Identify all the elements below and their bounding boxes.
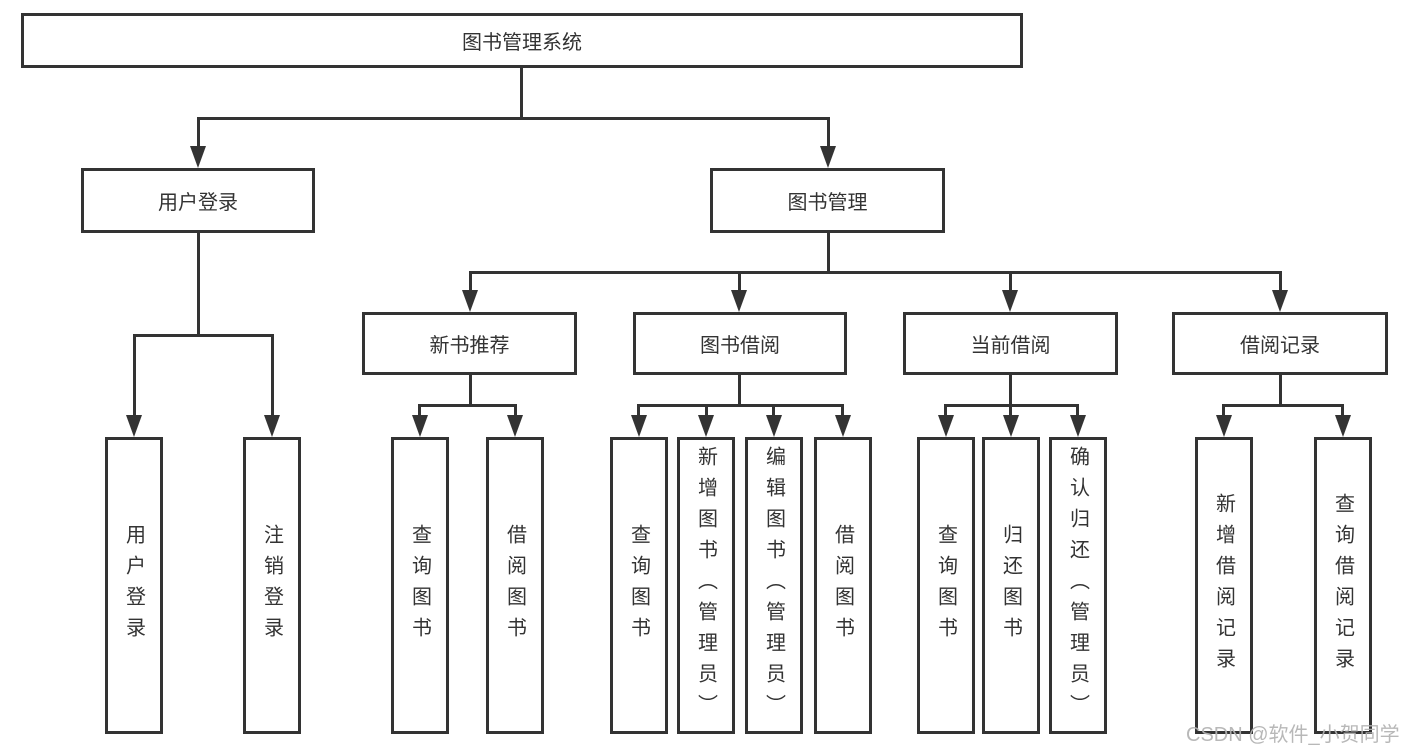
leaf-query-books-current: 查询图书 — [917, 437, 975, 734]
leaf-user-login-label: 用户登录 — [122, 523, 145, 648]
arrowhead-book-branch — [820, 146, 836, 168]
leaf-return-books: 归还图书 — [982, 437, 1040, 734]
arrowhead-g3-leaf3 — [1070, 415, 1086, 437]
arrowhead-g4-leaf1 — [1216, 415, 1232, 437]
node-book-borrowing: 图书借阅 — [633, 312, 847, 375]
leaf-add-books-admin-label: 新增图书（管理员） — [694, 446, 717, 725]
current-borrowing-label: 当前借阅 — [970, 335, 1051, 357]
leaf-add-borrow-record-label: 新增借阅记录 — [1212, 492, 1235, 679]
connector-group-records-stem — [1279, 271, 1282, 293]
leaf-add-borrow-record: 新增借阅记录 — [1195, 437, 1253, 734]
arrowhead-g2-leaf2 — [698, 415, 714, 437]
connector-g2-leaf1-stem — [637, 404, 640, 418]
leaf-edit-books-admin-label: 编辑图书（管理员） — [762, 446, 785, 725]
arrowhead-user-branch — [190, 146, 206, 168]
leaf-edit-books-admin: 编辑图书（管理员） — [745, 437, 803, 734]
node-library-management-system: 图书管理系统 — [21, 13, 1023, 68]
connector-book-drop — [827, 233, 830, 274]
leaf-query-books-borrowing-label: 查询图书 — [627, 523, 650, 648]
arrowhead-g3-leaf1 — [938, 415, 954, 437]
arrowhead-g2-leaf3 — [766, 415, 782, 437]
arrowhead-group-current — [1002, 290, 1018, 312]
leaf-borrow-books-recommend: 借阅图书 — [486, 437, 544, 734]
connector-g2-bus — [637, 404, 843, 407]
borrowing-records-label: 借阅记录 — [1240, 335, 1320, 357]
connector-g1-leaf2-stem — [514, 404, 517, 418]
node-borrowing-records: 借阅记录 — [1172, 312, 1388, 375]
arrowhead-g1-leaf1 — [412, 415, 428, 437]
arrowhead-group-newbook — [462, 290, 478, 312]
connector-g4-leaf1-stem — [1222, 404, 1225, 418]
node-book-management-branch: 图书管理 — [710, 168, 945, 233]
connector-g4-drop — [1279, 375, 1282, 407]
arrowhead-g2-leaf1 — [631, 415, 647, 437]
book-management-branch-label: 图书管理 — [787, 192, 868, 214]
connector-g3-leaf1-stem — [944, 404, 947, 418]
leaf-return-books-label: 归还图书 — [999, 523, 1022, 648]
connector-g3-leaf3-stem — [1076, 404, 1079, 418]
user-login-branch-label: 用户登录 — [158, 192, 238, 214]
connector-g4-leaf2-stem — [1341, 404, 1344, 418]
arrowhead-g4-leaf2 — [1335, 415, 1351, 437]
root-label: 图书管理系统 — [462, 32, 582, 54]
connector-group-borrowing-stem — [738, 271, 741, 293]
leaf-user-login: 用户登录 — [105, 437, 163, 734]
connector-user-leaf-bus — [133, 334, 274, 337]
connector-level2-bus — [197, 117, 830, 120]
connector-g3-leaf2-stem — [1009, 404, 1012, 418]
connector-level3-bus — [469, 271, 1282, 274]
connector-root-drop — [520, 68, 523, 120]
connector-g3-drop — [1009, 375, 1012, 407]
leaf-confirm-return-admin-label: 确认归还（管理员） — [1066, 446, 1089, 725]
leaf-borrow-books-recommend-label: 借阅图书 — [503, 523, 526, 648]
connector-g1-bus — [418, 404, 517, 407]
arrowhead-g3-leaf2 — [1003, 415, 1019, 437]
leaf-query-borrow-record: 查询借阅记录 — [1314, 437, 1372, 734]
leaf-borrow-books: 借阅图书 — [814, 437, 872, 734]
arrowhead-leaf-logout — [264, 415, 280, 437]
connector-book-branch-stem — [827, 117, 830, 150]
connector-user-branch-stem — [197, 117, 200, 150]
book-borrowing-label: 图书借阅 — [700, 335, 780, 357]
leaf-query-books-current-label: 查询图书 — [934, 523, 957, 648]
leaf-query-books-recommend: 查询图书 — [391, 437, 449, 734]
leaf-query-books-recommend-label: 查询图书 — [408, 523, 431, 648]
arrowhead-g1-leaf2 — [507, 415, 523, 437]
connector-user-drop — [197, 233, 200, 337]
connector-g1-drop — [469, 375, 472, 407]
arrowhead-group-borrowing — [731, 290, 747, 312]
connector-g2-leaf2-stem — [705, 404, 708, 418]
arrowhead-group-records — [1272, 290, 1288, 312]
new-book-recommendation-label: 新书推荐 — [429, 335, 510, 357]
leaf-logout-label: 注销登录 — [260, 523, 283, 648]
watermark-text: CSDN @软件_小贺同学 — [1186, 724, 1400, 746]
connector-group-newbook-stem — [469, 271, 472, 293]
arrowhead-leaf-user-login — [126, 415, 142, 437]
connector-g1-leaf1-stem — [418, 404, 421, 418]
leaf-confirm-return-admin: 确认归还（管理员） — [1049, 437, 1107, 734]
connector-g2-leaf4-stem — [841, 404, 844, 418]
node-current-borrowing: 当前借阅 — [903, 312, 1118, 375]
leaf-query-books-borrowing: 查询图书 — [610, 437, 668, 734]
leaf-add-books-admin: 新增图书（管理员） — [677, 437, 735, 734]
connector-g2-drop — [738, 375, 741, 407]
connector-group-current-stem — [1009, 271, 1012, 293]
connector-g2-leaf3-stem — [772, 404, 775, 418]
connector-leaf-logout-stem — [271, 334, 274, 418]
leaf-logout: 注销登录 — [243, 437, 301, 734]
node-new-book-recommendation: 新书推荐 — [362, 312, 577, 375]
node-user-login-branch: 用户登录 — [81, 168, 315, 233]
leaf-borrow-books-label: 借阅图书 — [831, 523, 854, 648]
arrowhead-g2-leaf4 — [835, 415, 851, 437]
connector-leaf-user-login-stem — [133, 334, 136, 418]
connector-g4-bus — [1222, 404, 1343, 407]
leaf-query-borrow-record-label: 查询借阅记录 — [1331, 492, 1354, 679]
